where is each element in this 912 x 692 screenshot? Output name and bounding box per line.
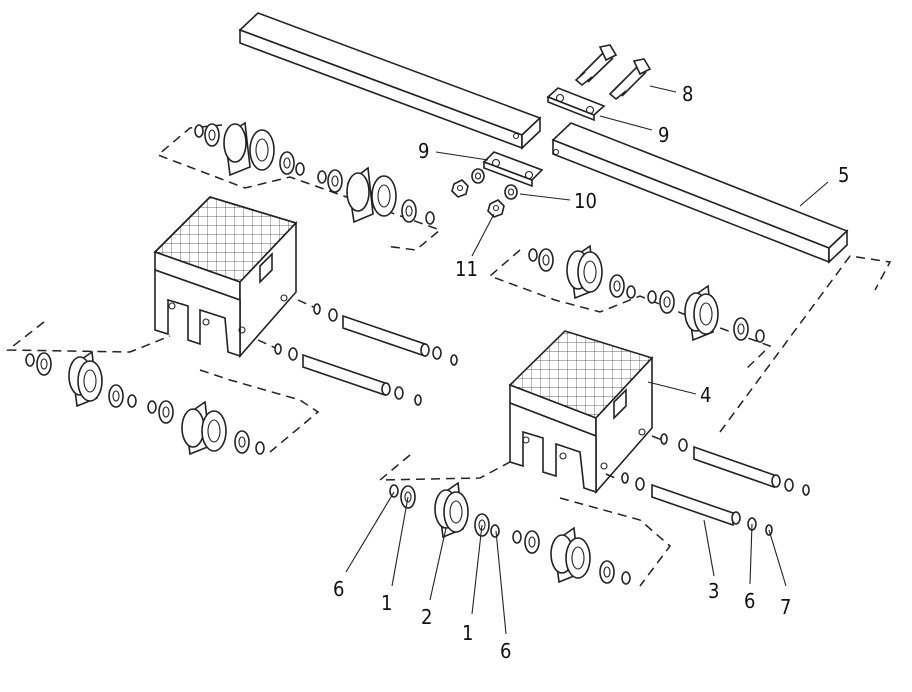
callout-3: 3 (708, 579, 719, 603)
roller-group-lower-right (377, 454, 672, 587)
shafts-right (605, 433, 810, 536)
bracket-right (508, 330, 654, 495)
roller-group-lower-left (5, 321, 320, 456)
callout-9-lower: 9 (418, 139, 429, 163)
roller-group-upper-left (156, 121, 442, 251)
callout-2: 2 (421, 605, 432, 629)
callout-4: 4 (700, 383, 711, 407)
bracket-left (153, 196, 298, 359)
callout-1-right: 1 (462, 621, 473, 645)
callout-1-left: 1 (381, 591, 392, 615)
square-beam-upper (238, 12, 542, 150)
nuts-and-washers (451, 168, 518, 218)
square-beam-lower (551, 122, 849, 264)
callout-10: 10 (574, 189, 597, 213)
roller-group-upper-right (488, 244, 892, 433)
callout-6-left: 6 (333, 577, 344, 601)
callout-6-mid: 6 (500, 639, 511, 663)
leader-lines (345, 85, 829, 635)
callout-9-upper: 9 (658, 123, 669, 147)
callout-labels: 8 9 9 5 10 11 4 6 1 2 1 6 3 6 7 (333, 82, 849, 663)
callout-5: 5 (838, 163, 849, 187)
bolt-pair (574, 44, 652, 101)
link-plate-lower (482, 151, 544, 188)
shafts-left (257, 299, 458, 406)
callout-7: 7 (780, 595, 791, 619)
callout-6-right: 6 (744, 589, 755, 613)
link-plate-upper (546, 87, 606, 122)
callout-8: 8 (682, 82, 693, 106)
callout-11: 11 (455, 257, 478, 281)
